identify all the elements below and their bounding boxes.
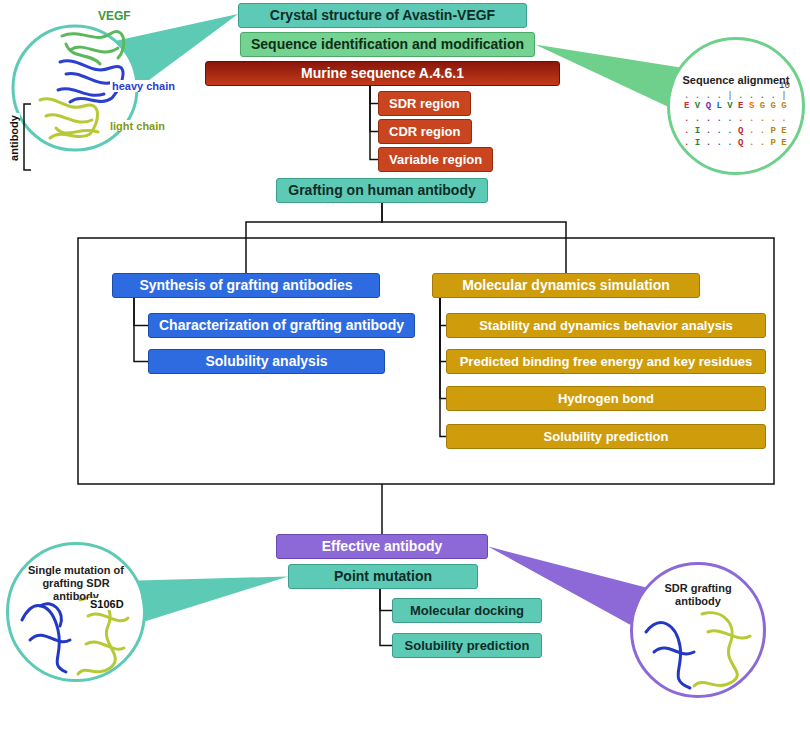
bracket bbox=[24, 104, 31, 170]
heavy-chain-ribbon bbox=[66, 73, 114, 83]
vegf-ribbon bbox=[62, 32, 124, 64]
heavy-chain-ribbon bbox=[30, 635, 70, 642]
node-text: Grafting on human antibody bbox=[287, 182, 477, 199]
node-text: Variable region bbox=[389, 151, 482, 168]
sequence-text: . . . . . . . . . . bbox=[684, 115, 787, 125]
callout-circle: Single mutation of grafting SDR antibody bbox=[6, 542, 146, 682]
process-box: Molecular dynamics simulation bbox=[432, 273, 700, 298]
light-chain-ribbon bbox=[88, 614, 128, 621]
node-text: SDR region bbox=[389, 95, 460, 112]
light-chain-ribbon bbox=[708, 631, 750, 638]
node-text: Solubility analysis bbox=[159, 353, 374, 370]
connector bbox=[380, 589, 392, 646]
process-box: Molecular docking bbox=[392, 598, 542, 623]
process-box: Sequence identification and modification bbox=[240, 32, 535, 57]
process-box: Synthesis of grafting antibodies bbox=[112, 273, 380, 298]
structure-label: VEGF bbox=[98, 10, 131, 23]
connector bbox=[134, 298, 148, 362]
structure-callout bbox=[13, 14, 238, 170]
connector bbox=[246, 203, 382, 273]
process-box: Point mutation bbox=[288, 564, 478, 589]
heavy-chain-ribbon bbox=[40, 604, 61, 626]
sequence-text: 10 bbox=[779, 82, 790, 92]
node-text: CDR region bbox=[389, 123, 461, 140]
process-box: Characterization of grafting antibody bbox=[148, 313, 415, 338]
process-box: Predicted binding free energy and key re… bbox=[446, 349, 766, 374]
heavy-chain-ribbon bbox=[646, 623, 690, 688]
sequence-text: . . . . | . . . . | bbox=[684, 92, 787, 102]
light-chain-ribbon bbox=[40, 99, 98, 138]
light-chain-ribbon bbox=[46, 115, 92, 122]
connector bbox=[380, 589, 392, 611]
process-box: Grafting on human antibody bbox=[276, 178, 488, 203]
node-text: Stability and dynamics behavior analysis bbox=[457, 317, 755, 334]
connector bbox=[370, 86, 378, 160]
node-text: Predicted binding free energy and key re… bbox=[457, 353, 755, 370]
connector-line bbox=[381, 484, 383, 534]
connector bbox=[370, 86, 378, 104]
light-chain-ribbon bbox=[86, 642, 124, 649]
vegf-ribbon bbox=[62, 32, 124, 58]
sequence-text: . I . . . Q . . P E bbox=[684, 127, 787, 137]
sequence-text: . I . . . Q . . P E bbox=[684, 139, 787, 149]
heavy-chain-ribbon bbox=[654, 648, 694, 654]
process-box: Solubility prediction bbox=[392, 633, 542, 658]
structure-label: light chain bbox=[108, 120, 167, 132]
node-text: Solubility prediction bbox=[457, 428, 755, 445]
node-text: SDR grafting antibody bbox=[652, 582, 744, 608]
callout-circle: SDR grafting antibody bbox=[630, 562, 766, 698]
process-box: Stability and dynamics behavior analysis bbox=[446, 313, 766, 338]
light-chain-ribbon bbox=[40, 99, 98, 138]
light-chain-ribbon bbox=[694, 613, 737, 686]
process-box: Solubility analysis bbox=[148, 349, 385, 374]
node-text: Molecular dynamics simulation bbox=[443, 277, 689, 294]
connector bbox=[440, 298, 446, 399]
node-text: Synthesis of grafting antibodies bbox=[123, 277, 369, 294]
connector bbox=[370, 86, 378, 132]
node-text: Characterization of grafting antibody bbox=[159, 317, 404, 334]
process-box: Effective antibody bbox=[276, 534, 488, 559]
node-text: Molecular docking bbox=[403, 602, 531, 619]
node-text: Hydrogen bond bbox=[457, 390, 755, 407]
process-box: Hydrogen bond bbox=[446, 386, 766, 411]
structure-label: antibody bbox=[8, 113, 20, 163]
connector bbox=[134, 298, 148, 326]
process-box: Crystal structure of Avastin-VEGF bbox=[238, 3, 527, 28]
process-box: CDR region bbox=[378, 119, 472, 144]
connector bbox=[382, 203, 566, 273]
vegf-ribbon bbox=[70, 47, 118, 52]
node-text: Sequence identification and modification bbox=[251, 36, 524, 53]
node-text: Effective antibody bbox=[287, 538, 477, 555]
group-frame bbox=[78, 238, 774, 484]
node-text: Crystal structure of Avastin-VEGF bbox=[249, 7, 516, 24]
sequence-text: EVQLVESGGG bbox=[684, 102, 792, 112]
mutation-structure bbox=[22, 598, 128, 674]
heavy-chain-ribbon bbox=[22, 606, 66, 672]
node-text: Solubility prediction bbox=[403, 637, 531, 654]
sdr-structure bbox=[646, 613, 750, 688]
light-chain-ribbon bbox=[56, 128, 98, 133]
structure-label: S106D bbox=[88, 598, 126, 610]
node-text: Murine sequence A.4.6.1 bbox=[216, 65, 549, 82]
callout-wedge bbox=[139, 577, 288, 622]
node-text: Point mutation bbox=[299, 568, 467, 585]
process-box: Variable region bbox=[378, 147, 493, 172]
process-box: SDR region bbox=[378, 91, 471, 116]
process-box: Murine sequence A.4.6.1 bbox=[205, 61, 560, 86]
structure-label: heavy chain bbox=[110, 80, 177, 92]
heavy-chain-ribbon bbox=[58, 89, 104, 96]
node-text: Sequence alignment bbox=[676, 74, 796, 87]
process-box: Solubility prediction bbox=[446, 424, 766, 449]
